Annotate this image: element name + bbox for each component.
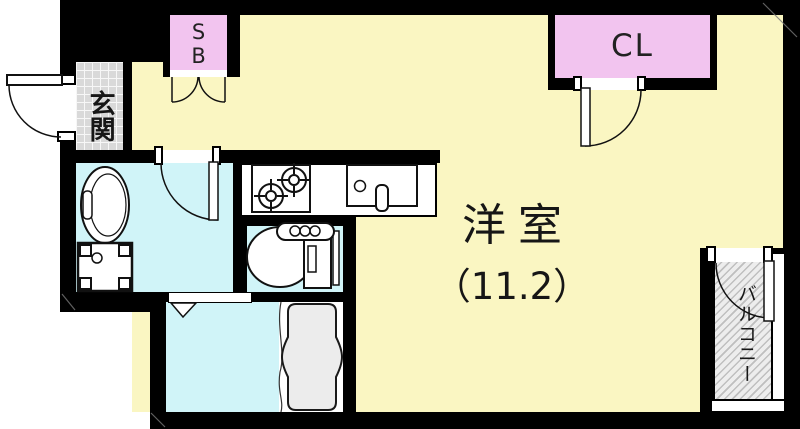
bath-folding-door-track bbox=[168, 292, 252, 303]
door-frame bbox=[57, 131, 76, 142]
bathtub-zone bbox=[279, 302, 343, 412]
door-frame bbox=[573, 76, 582, 91]
closet-door-opening bbox=[577, 78, 645, 90]
wall bbox=[60, 0, 170, 62]
main-room-area: （11.2） bbox=[433, 264, 591, 308]
wall bbox=[150, 412, 800, 429]
wall bbox=[548, 78, 577, 90]
shoe-box-label: SB bbox=[186, 20, 211, 68]
entrance-label: 玄関 bbox=[85, 90, 116, 142]
balcony-door-opening bbox=[712, 248, 771, 262]
door-frame bbox=[212, 146, 221, 165]
wall bbox=[645, 78, 717, 90]
wall bbox=[123, 62, 132, 150]
entrance-door-opening bbox=[58, 85, 76, 131]
closet bbox=[555, 15, 710, 78]
wall bbox=[150, 292, 166, 429]
balcony-label: バルコニー bbox=[734, 284, 757, 384]
wall bbox=[783, 0, 800, 429]
room-toilet bbox=[247, 226, 343, 292]
wall bbox=[214, 150, 440, 163]
wall bbox=[343, 212, 356, 412]
door-frame bbox=[706, 246, 716, 263]
shoe-box-opening bbox=[170, 70, 227, 77]
shoe-box bbox=[170, 15, 227, 70]
room-entrance-tile bbox=[76, 62, 123, 150]
balcony-rail-right bbox=[771, 252, 786, 412]
balcony-rail-bottom bbox=[710, 399, 786, 413]
washroom-door-opening bbox=[163, 150, 214, 163]
wall bbox=[710, 15, 717, 90]
door-frame bbox=[57, 74, 76, 85]
entrance-door bbox=[6, 74, 63, 138]
door-frame bbox=[763, 246, 773, 263]
wall bbox=[60, 0, 800, 15]
room-washroom bbox=[76, 163, 233, 292]
wall bbox=[163, 62, 170, 77]
main-room-label: 洋室 bbox=[462, 199, 574, 251]
wall bbox=[60, 150, 163, 163]
wall bbox=[227, 0, 240, 77]
closet-label: CL bbox=[611, 27, 654, 64]
door-frame bbox=[154, 146, 163, 165]
wall bbox=[548, 15, 555, 90]
door-frame bbox=[637, 76, 646, 91]
